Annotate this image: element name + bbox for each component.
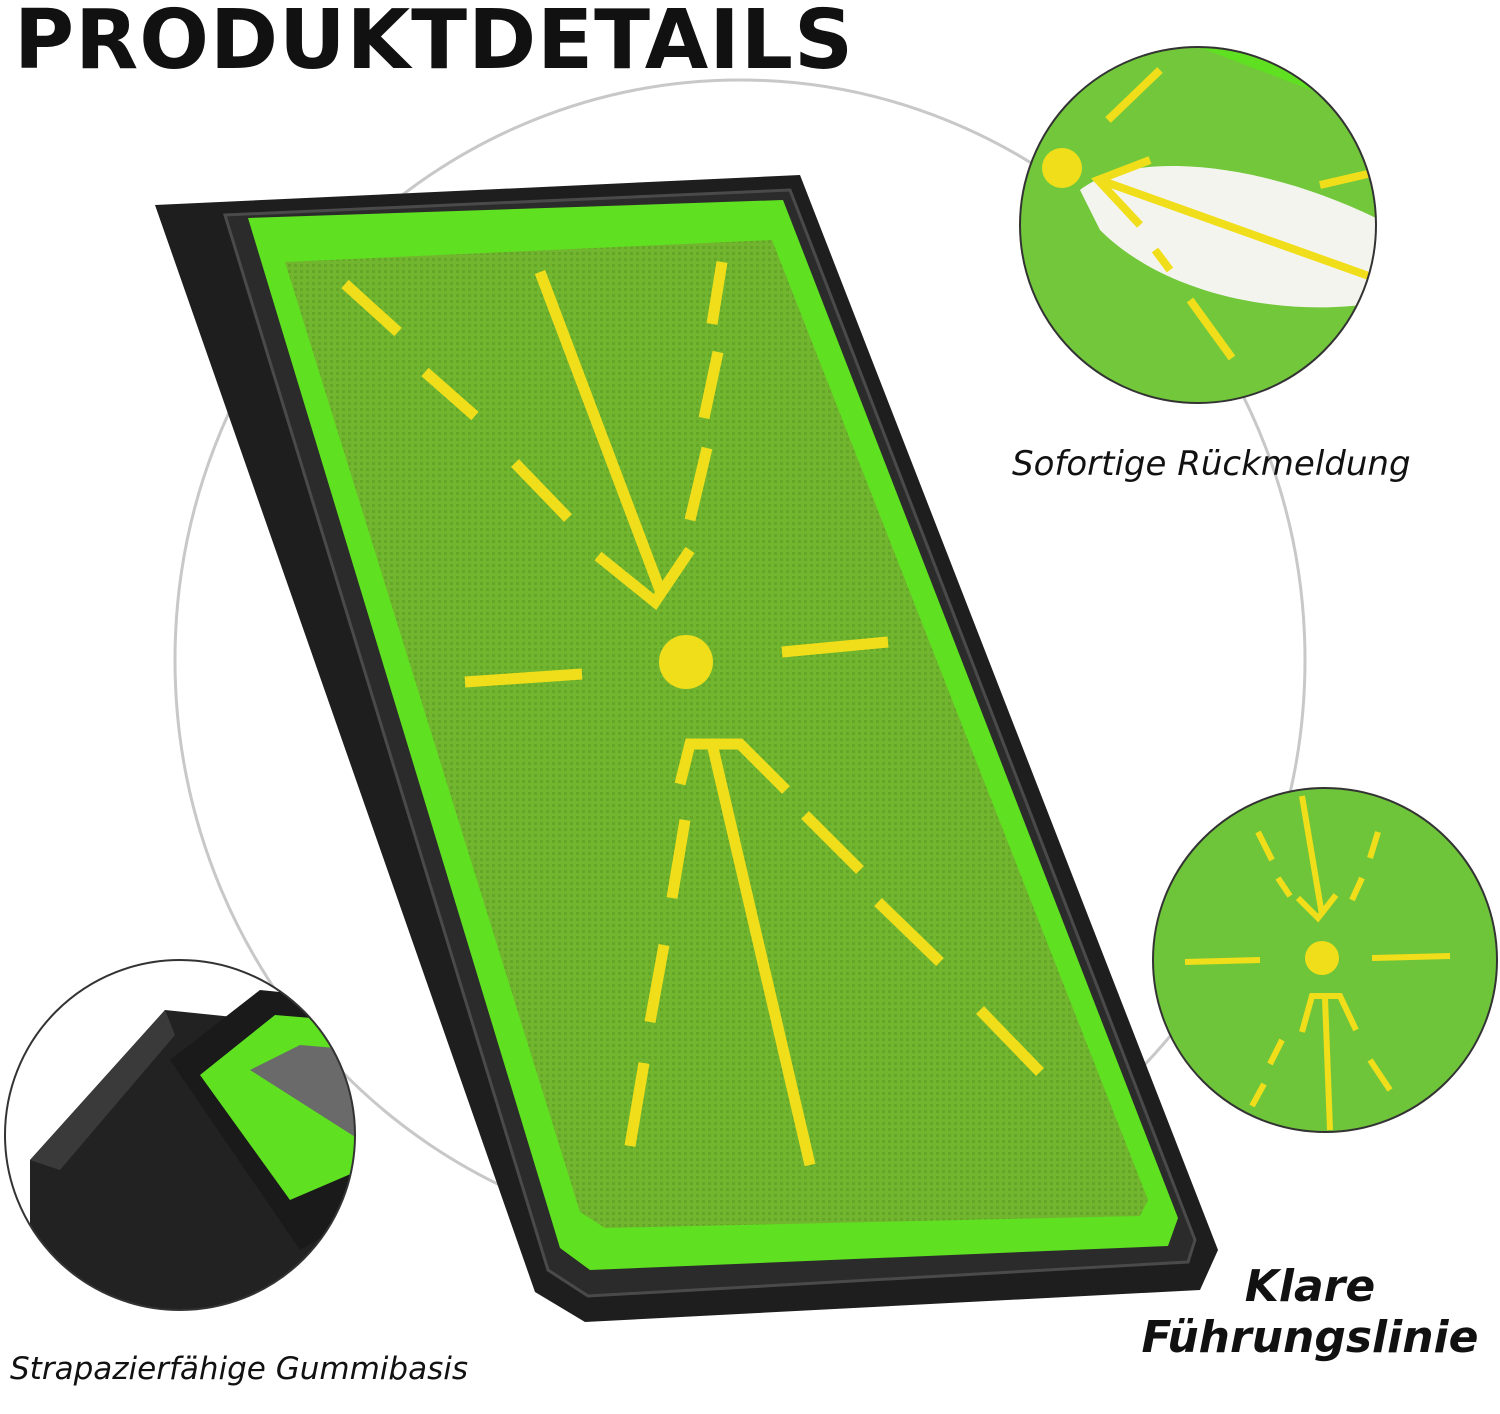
page-title: PRODUKTDETAILS <box>14 0 855 88</box>
turf-surface <box>285 240 1148 1228</box>
caption-durable-rubber-base: Strapazierfähige Gummibasis <box>10 1351 468 1387</box>
detail-circle-rubber <box>5 960 355 1310</box>
caption-clear-guide-line-1: Klare <box>1244 1261 1376 1312</box>
caption-instant-feedback: Sofortige Rückmeldung <box>1012 444 1411 484</box>
caption-clear-guide-line-2: Führungslinie <box>1141 1311 1479 1363</box>
caption-clear-guide-line: Klare Führungslinie <box>1140 1261 1480 1363</box>
detail-circle-guide <box>1153 788 1497 1132</box>
detail-circle-feedback <box>1020 47 1376 403</box>
guide-lines <box>341 261 1044 1167</box>
ball-marker <box>659 635 713 689</box>
